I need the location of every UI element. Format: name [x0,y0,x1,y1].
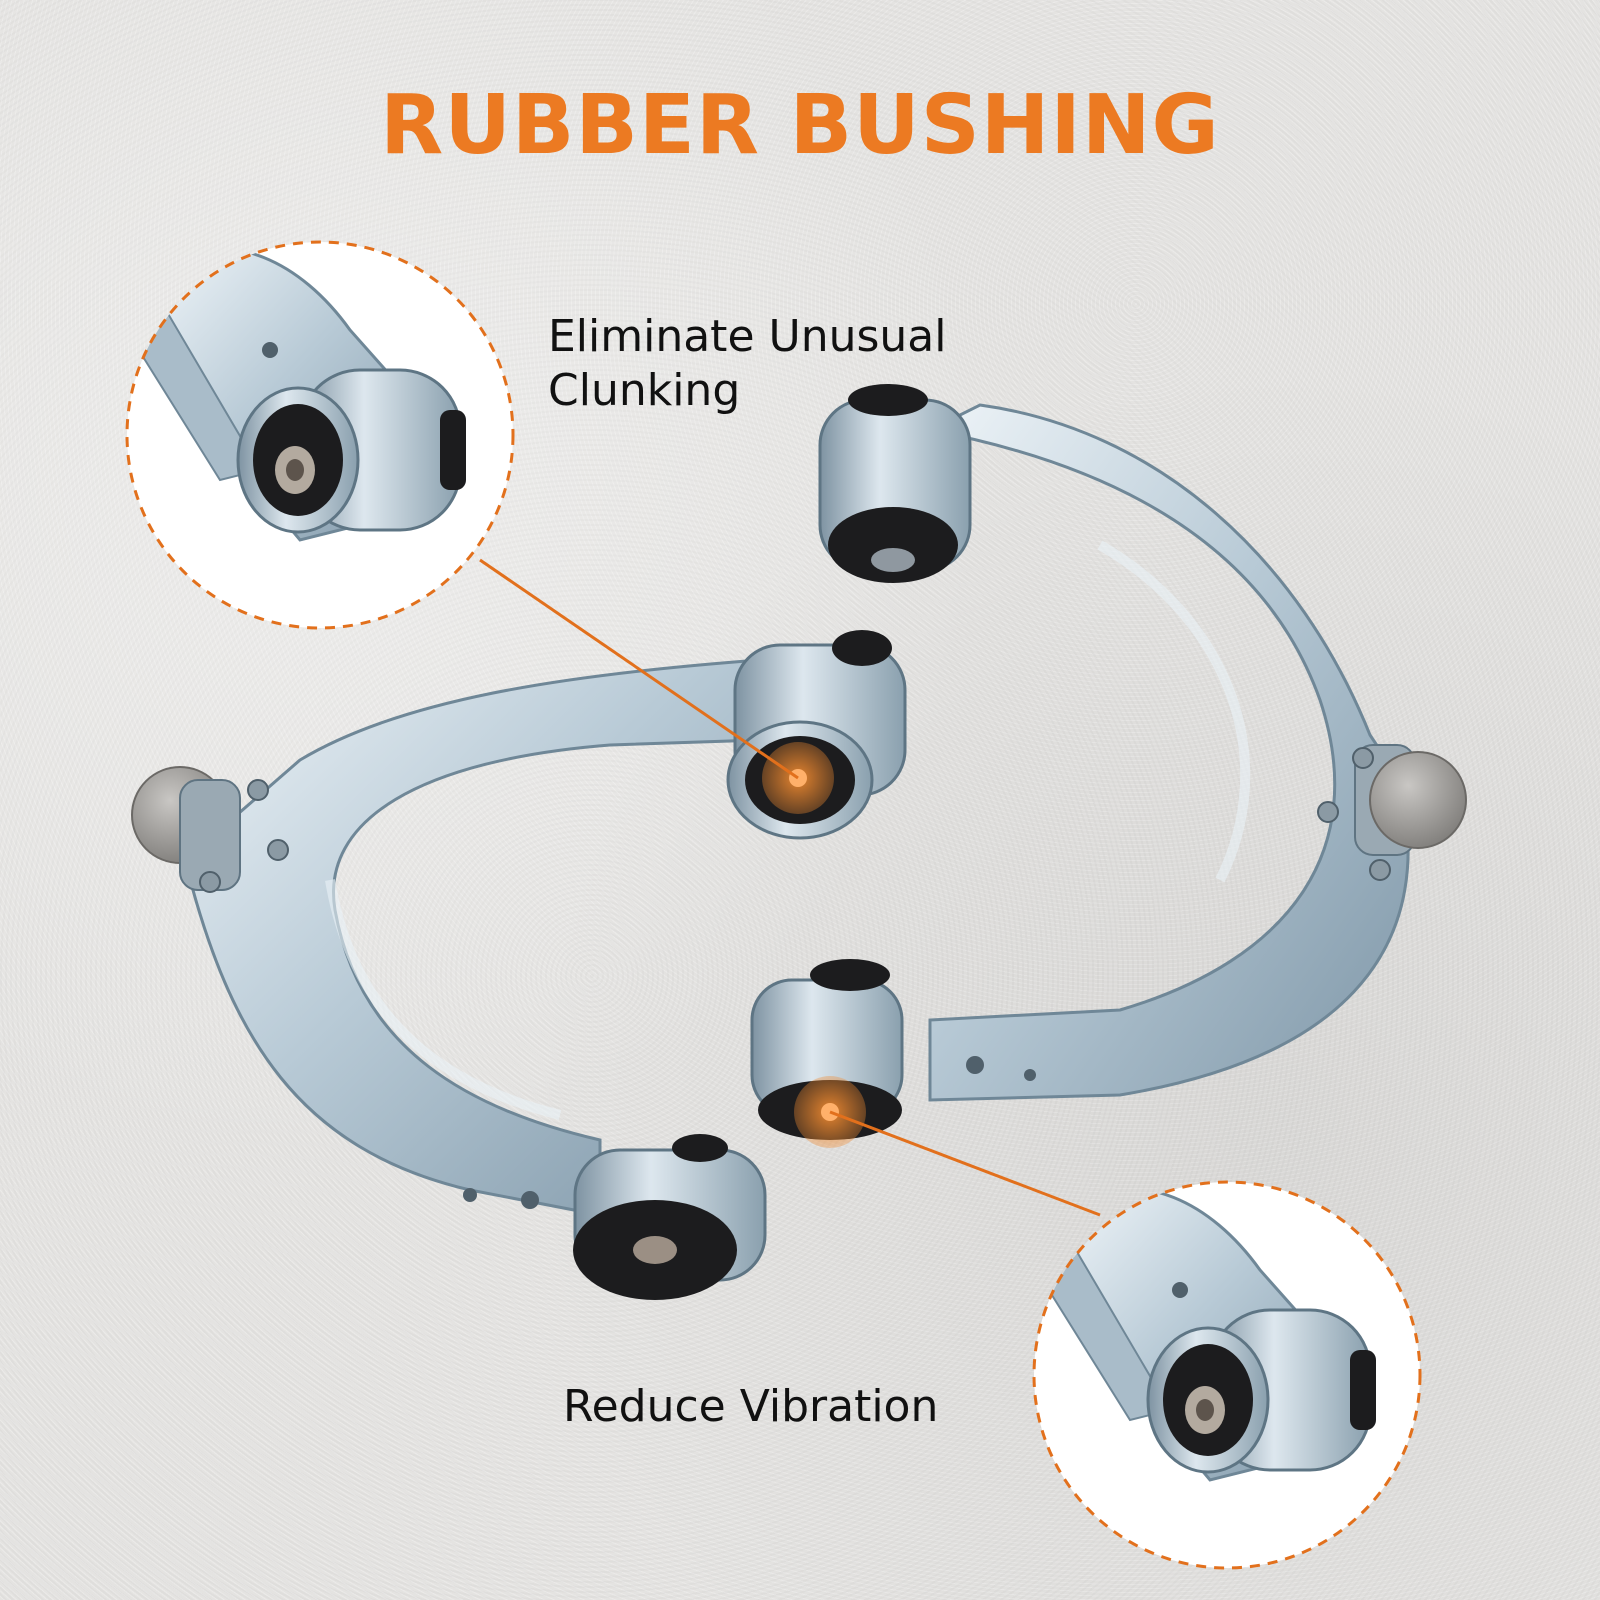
callout-label-vibration: Reduce Vibration [563,1380,1023,1434]
leader-line-upper [479,558,799,780]
control-arm-left [131,630,907,1300]
zoom-lower-rubber-back [1350,1350,1376,1430]
rubber-bushing-left-lower-top [672,1134,728,1162]
bolt-group-right [1317,747,1391,881]
zoom-lower-bolt [1172,1282,1188,1298]
arm-right-body [925,403,1410,1102]
arm-left-highlight [325,879,562,1120]
callout-label-clunking-line2: Clunking [548,365,741,416]
zoom-lower-bore [1196,1399,1214,1421]
bushing-inner-sleeve [633,1236,677,1264]
zoom-circle-upper-border [125,240,515,630]
callout-label-clunking: Eliminate Unusual Clunking [548,310,1008,418]
arm-hole [463,1188,477,1202]
ball-joint-right [1369,751,1467,849]
zoom-upper-bore [286,459,304,481]
bolt-nut [267,839,289,861]
leader-line-lower [829,1110,1101,1217]
bolt-nut [1369,859,1391,881]
headline-title: RUBBER BUSHING [380,78,1220,173]
zoom-circle-lower-border [1032,1180,1422,1570]
rubber-bushing-left-upper-back [832,630,892,666]
bushing-inner-sleeve [871,548,915,572]
bolt-group-left [199,779,289,893]
zoom-circle-lower [1032,1180,1422,1570]
zoom-upper-bolt [262,342,278,358]
bolt-nut [1317,801,1339,823]
bolt-nut [1352,747,1374,769]
zoom-circle-upper [125,240,515,630]
zoom-upper-rubber-back [440,410,466,490]
rubber-bushing-right-upper-top [848,384,928,416]
callout-label-vibration-line1: Reduce Vibration [563,1381,939,1432]
callout-label-clunking-line1: Eliminate Unusual [548,311,947,362]
arm-left-body [183,658,762,1217]
arm-hole [966,1056,984,1074]
bolt-nut [199,871,221,893]
arm-right-highlight [1097,540,1251,883]
arm-hole [521,1191,539,1209]
rubber-bushing-right-lower-top [810,959,890,991]
control-arm-right [750,384,1467,1148]
rubber-bushing-right-upper [828,507,958,583]
arm-hole [1024,1069,1036,1081]
bolt-nut [247,779,269,801]
